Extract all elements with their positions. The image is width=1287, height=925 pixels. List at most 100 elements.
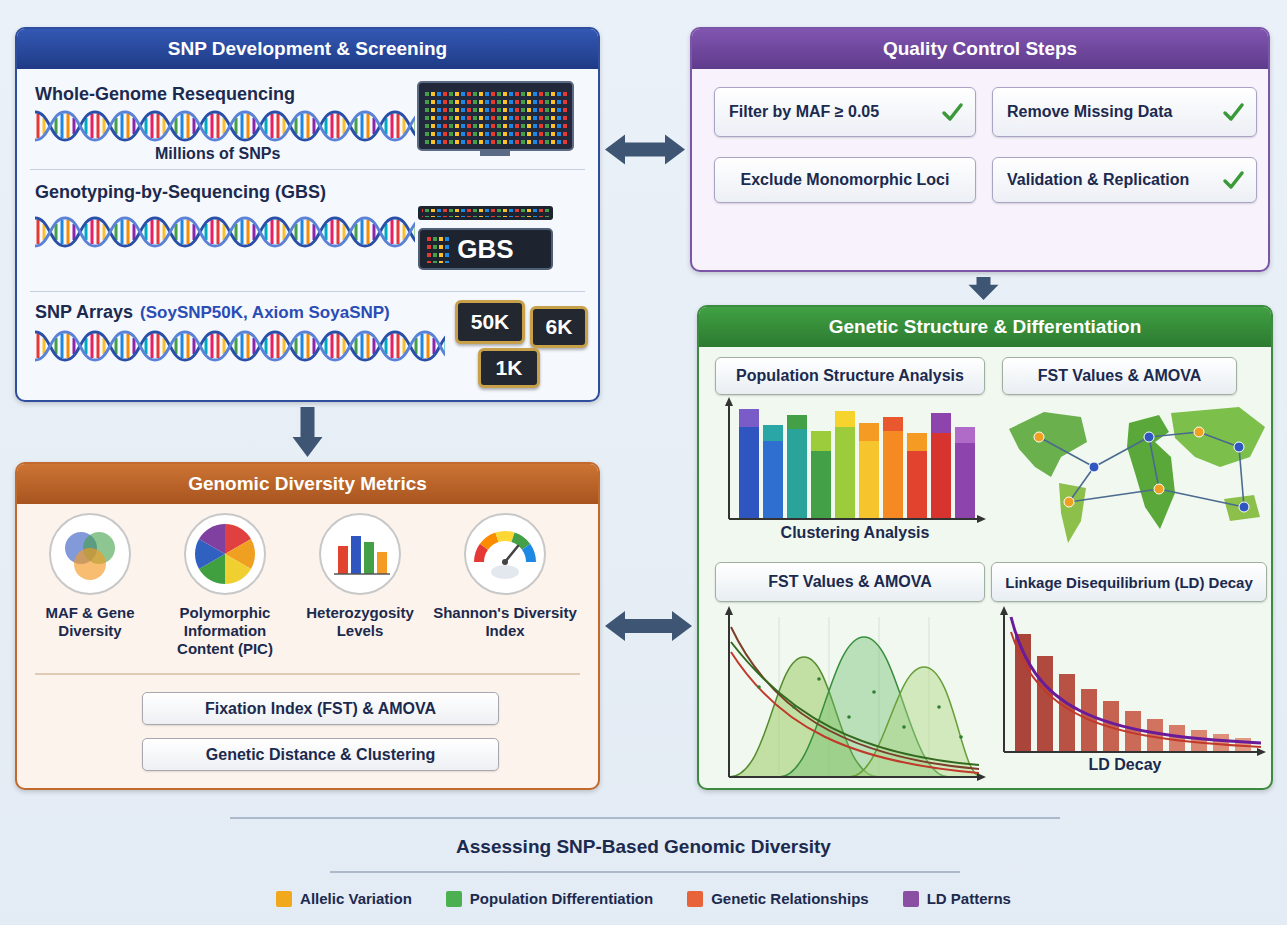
gauge-icon <box>526 547 531 562</box>
structure-charts <box>1069 489 1159 502</box>
method-note: Millions of SNPs <box>155 145 585 163</box>
block-arrow <box>605 611 692 641</box>
block-arrow <box>293 407 323 457</box>
method-row: Whole-Genome ResequencingMillions of SNP… <box>30 72 585 170</box>
pie-icon <box>199 524 225 554</box>
pie-icon <box>199 554 225 584</box>
legend-item: Population Differentiation <box>446 890 653 907</box>
structure-charts <box>879 617 880 775</box>
structure-charts <box>1081 689 1097 752</box>
structure-charts <box>739 409 759 427</box>
structure-charts <box>1039 432 1244 507</box>
structure-charts <box>1224 495 1260 521</box>
structure-charts <box>955 427 975 519</box>
qc-step: Filter by MAF ≥ 0.05 <box>729 103 879 121</box>
caption: Assessing SNP-Based Genomic Diversity <box>0 836 1287 858</box>
legend-text: Allelic Variation <box>300 890 412 907</box>
structure-charts <box>725 606 986 781</box>
gauge-icon <box>479 536 531 562</box>
qc-step-box: Validation & Replication <box>992 157 1257 203</box>
structure-charts <box>1037 656 1053 752</box>
structure-charts <box>1154 484 1164 494</box>
structure-charts <box>728 403 730 519</box>
method-name: Whole-Genome Resequencing <box>35 84 585 105</box>
structure-charts <box>872 690 876 694</box>
structure-charts <box>1144 432 1154 442</box>
block-arrow <box>605 135 685 165</box>
structure-charts <box>847 715 851 719</box>
chip-dots <box>426 235 450 263</box>
pie-icon <box>185 514 265 594</box>
structure-charts <box>1039 437 1094 467</box>
venn-icon <box>83 532 115 564</box>
metric-item: Polymorphic Information Content (PIC) <box>160 512 290 672</box>
legend-item: Allelic Variation <box>276 890 412 907</box>
analysis-name: FST Values & AMOVA <box>1038 367 1202 385</box>
structure-charts <box>739 409 759 519</box>
section-panel: Genomic Diversity Metrics MAF & Gene Div… <box>15 462 600 790</box>
check-mark <box>941 101 963 123</box>
metric-name: Heterozygosity Levels <box>295 604 425 640</box>
structure-charts <box>728 612 730 777</box>
structure-charts <box>1235 738 1251 752</box>
structure-charts <box>817 677 821 681</box>
legend-swatch <box>446 891 462 907</box>
structure-charts <box>1149 437 1159 489</box>
bars-icon <box>351 536 361 574</box>
venn-icon <box>48 512 132 596</box>
structure-charts <box>725 606 733 615</box>
structure-charts <box>1089 462 1099 472</box>
structure-charts <box>779 637 949 777</box>
qc-step: Validation & Replication <box>1007 171 1189 189</box>
structure-charts <box>883 417 903 519</box>
metric-item: Shannon's Diversity Index <box>430 512 580 672</box>
legend-swatch <box>903 891 919 907</box>
analysis-box: FST Values & AMOVA <box>1002 357 1237 395</box>
check-mark <box>1222 101 1244 123</box>
metric-name: Genetic Distance & Clustering <box>206 746 435 764</box>
gauge-icon <box>491 565 519 579</box>
structure-charts <box>731 642 979 765</box>
structure-charts <box>1199 432 1239 447</box>
chart-label: Clustering Analysis <box>781 524 930 542</box>
gbs-chip: GBS <box>418 228 553 270</box>
structure-charts <box>1239 447 1244 507</box>
structure-charts <box>859 423 879 519</box>
structure-charts <box>725 397 986 523</box>
bars-icon <box>364 542 374 574</box>
structure-charts <box>1064 497 1074 507</box>
metric-name: Fixation Index (FST) & AMOVA <box>205 700 436 718</box>
structure-charts <box>835 411 855 427</box>
structure-charts <box>931 413 951 519</box>
analysis-box: Linkage Disequilibrium (LD) Decay <box>991 562 1267 602</box>
structure-charts <box>1000 606 1266 756</box>
structure-charts <box>731 627 979 769</box>
structure-charts <box>883 417 903 431</box>
structure-charts <box>931 413 951 433</box>
legend-item: LD Patterns <box>903 890 1011 907</box>
structure-charts <box>1015 634 1031 752</box>
dna-illustration <box>35 214 415 250</box>
structure-charts <box>811 431 831 519</box>
panel-heading: Genomic Diversity Metrics <box>17 464 598 504</box>
venn-icon <box>74 548 106 580</box>
structure-charts <box>1000 606 1008 615</box>
check-mark <box>944 105 961 119</box>
structure-charts <box>1094 437 1149 467</box>
structure-charts <box>829 617 830 775</box>
qc-step-box: Filter by MAF ≥ 0.05 <box>714 87 976 137</box>
analysis-name: FST Values & AMOVA <box>768 573 932 591</box>
dna-illustration <box>35 108 415 144</box>
metric-name: MAF & Gene Diversity <box>25 604 155 640</box>
structure-charts <box>757 677 963 739</box>
dna-illustration <box>424 88 567 144</box>
structure-charts <box>787 415 807 429</box>
chip-label: 1K <box>496 356 523 380</box>
legend-text: Genetic Relationships <box>711 890 869 907</box>
metric-name: Shannon's Diversity Index <box>430 604 580 640</box>
pie-icon <box>225 554 251 584</box>
bars-icon <box>338 546 348 574</box>
pie-icon <box>183 512 267 596</box>
structure-charts <box>1239 502 1249 512</box>
method-name: Genotyping-by-Sequencing (GBS) <box>35 182 585 203</box>
